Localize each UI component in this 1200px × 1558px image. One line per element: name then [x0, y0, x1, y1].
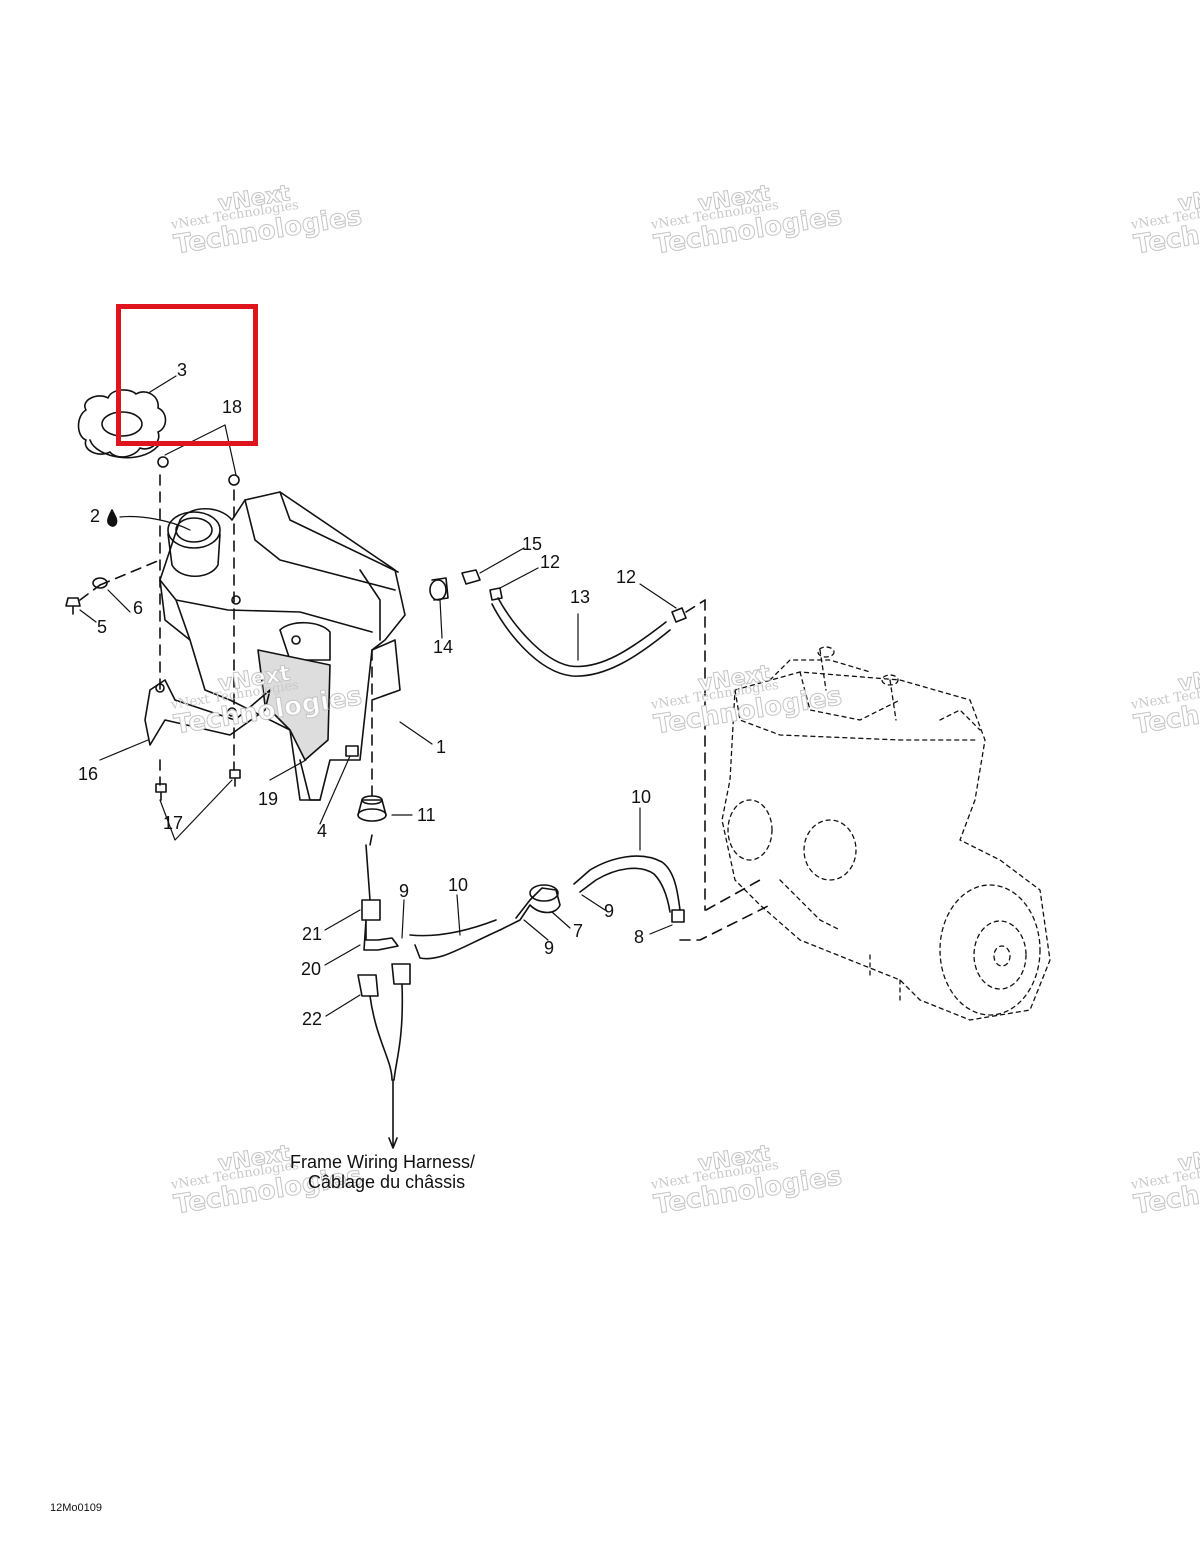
oil-hoses: [409, 597, 687, 960]
callout-20: 20: [301, 959, 322, 979]
gasket-18b: [228, 474, 240, 486]
callout-4: 4: [317, 821, 328, 841]
engine-outline: [721, 646, 1051, 1021]
callout-8: 8: [634, 927, 645, 947]
callout-9a: 9: [399, 881, 410, 901]
callout-11: 11: [417, 805, 436, 825]
callout-9c: 9: [544, 938, 555, 958]
callout-2: 2: [90, 506, 101, 526]
callout-10a: 10: [631, 787, 652, 807]
callout-22: 22: [302, 1009, 323, 1029]
caption-line-2: Câblage du châssis: [308, 1172, 466, 1192]
screws: [65, 577, 359, 801]
figure-id: 12Mo0109: [50, 1502, 102, 1514]
callout-5: 5: [97, 617, 108, 637]
callout-19: 19: [258, 789, 279, 809]
tank-bracket: [144, 679, 271, 746]
tank-cap: [77, 389, 167, 459]
callout-21: 21: [302, 924, 323, 944]
callout-14: 14: [433, 637, 454, 657]
callout-17: 17: [163, 813, 184, 833]
callout-12b: 12: [616, 567, 637, 587]
callout-15: 15: [522, 534, 543, 554]
callout-10b: 10: [448, 875, 469, 895]
grommet: [357, 795, 387, 822]
callout-3: 3: [177, 360, 188, 380]
callout-1: 1: [436, 737, 447, 757]
connector: [357, 963, 411, 1149]
callout-16: 16: [78, 764, 99, 784]
oil-drop-icon: [107, 509, 118, 527]
callout-6: 6: [133, 598, 144, 618]
callout-leaders: [79, 375, 677, 1017]
callout-18: 18: [222, 397, 243, 417]
oil-tank: [159, 491, 406, 801]
level-sensor: [361, 844, 399, 951]
callout-9b: 9: [604, 901, 615, 921]
dashed-guides: [79, 474, 771, 941]
callout-12a: 12: [540, 552, 561, 572]
gasket-18a: [157, 456, 169, 468]
highlight-box: [116, 304, 258, 446]
callout-13: 13: [570, 587, 591, 607]
callout-7: 7: [573, 921, 584, 941]
caption-line-1: Frame Wiring Harness/: [290, 1152, 476, 1172]
upper-fittings: [429, 569, 503, 601]
harness-caption: Frame Wiring Harness/ Câblage du châssis: [290, 1152, 475, 1192]
